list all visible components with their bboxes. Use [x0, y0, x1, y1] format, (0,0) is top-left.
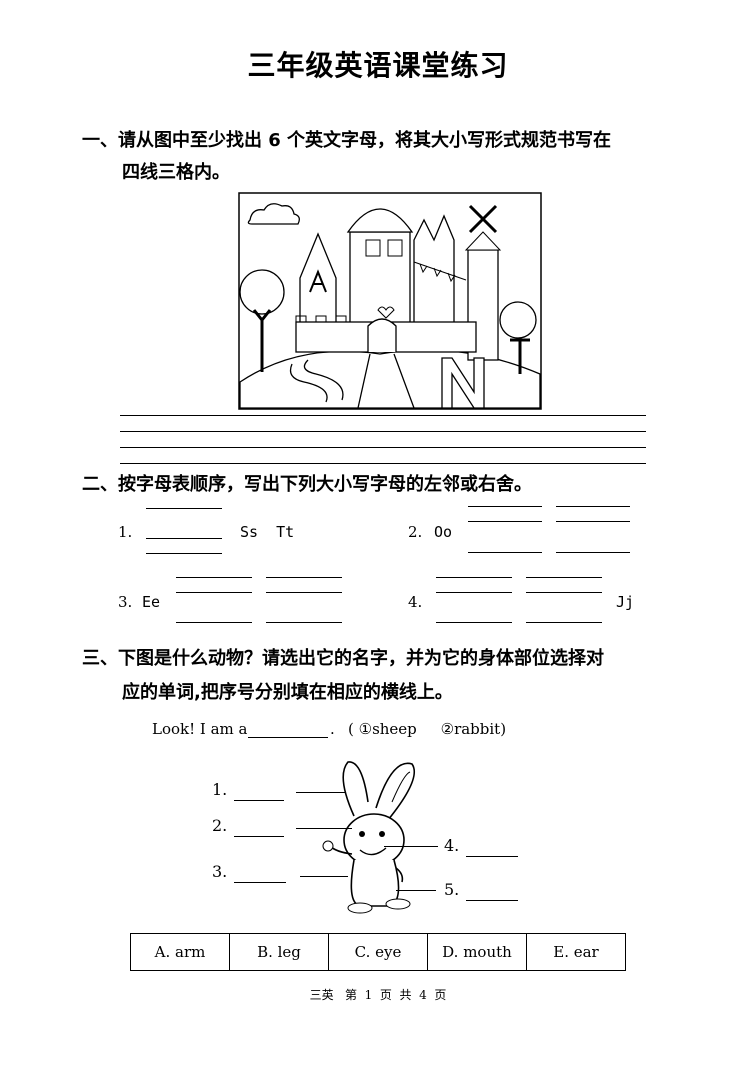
- animal-choices: ( ①sheep ②rabbit): [348, 720, 507, 738]
- pointer-line: [384, 846, 438, 847]
- answer-line: [248, 737, 328, 738]
- answer-line: [436, 622, 512, 623]
- rabbit-illustration: [322, 761, 416, 914]
- answer-line: [556, 552, 630, 553]
- answer-line: [436, 592, 512, 593]
- answer-line: [266, 592, 342, 593]
- letters-ss-tt: Ss Tt: [240, 523, 295, 541]
- answer-line: [146, 538, 222, 539]
- answer-line: [234, 800, 284, 801]
- item-number: 1.: [118, 523, 133, 541]
- answer-line: [526, 622, 602, 623]
- writing-line: [120, 415, 646, 416]
- pointer-line: [296, 828, 352, 829]
- answer-line: [526, 577, 602, 578]
- answer-line: [556, 521, 630, 522]
- section3-prompt-line2: 应的单词,把序号分别填在相应的横线上。: [122, 682, 453, 703]
- answer-line: [176, 592, 252, 593]
- options-table: A. arm B. leg C. eye D. mouth E. ear: [130, 933, 626, 971]
- option-mouth: D. mouth: [427, 933, 527, 971]
- answer-line: [436, 577, 512, 578]
- option-arm: A. arm: [130, 933, 230, 971]
- answer-line: [234, 836, 284, 837]
- answer-line: [234, 882, 286, 883]
- writing-line: [120, 431, 646, 432]
- answer-line: [146, 508, 222, 509]
- body-label-4: 4.: [444, 836, 460, 855]
- section1-prompt-line2: 四线三格内。: [122, 162, 230, 183]
- page-title: 三年级英语课堂练习: [247, 49, 509, 82]
- pointer-line: [300, 876, 348, 877]
- letters-oo: Oo: [434, 523, 453, 541]
- answer-line: [176, 622, 252, 623]
- answer-line: [468, 521, 542, 522]
- body-label-1: 1.: [212, 780, 228, 799]
- option-eye: C. eye: [328, 933, 428, 971]
- item-number: 4.: [408, 593, 423, 611]
- page-footer: 三英 第 1 页 共 4 页: [309, 988, 447, 1002]
- body-label-3: 3.: [212, 862, 228, 881]
- answer-line: [556, 506, 630, 507]
- answer-line: [468, 506, 542, 507]
- pointer-line: [296, 792, 346, 793]
- answer-line: [266, 577, 342, 578]
- section1-prompt-line1: 一、请从图中至少找出 6 个英文字母，将其大小写形式规范书写在: [82, 130, 612, 151]
- answer-line: [468, 552, 542, 553]
- writing-line: [120, 447, 646, 448]
- option-ear: E. ear: [526, 933, 626, 971]
- body-label-2: 2.: [212, 816, 228, 835]
- item-number: 2.: [408, 523, 423, 541]
- letters-jj: Jj: [616, 593, 635, 611]
- answer-line: [146, 553, 222, 554]
- body-label-5: 5.: [444, 880, 460, 899]
- letters-ee: Ee: [142, 593, 161, 611]
- pointer-line: [396, 890, 436, 891]
- castle-illustration: [238, 192, 542, 410]
- answer-line: [526, 592, 602, 593]
- answer-line: [176, 577, 252, 578]
- answer-line: [466, 856, 518, 857]
- section3-prompt-line1: 三、下图是什么动物？请选出它的名字，并为它的身体部位选择对: [82, 648, 604, 669]
- sentence-text: Look! I am a: [152, 720, 248, 738]
- answer-line: [266, 622, 342, 623]
- option-leg: B. leg: [229, 933, 329, 971]
- item-number: 3.: [118, 593, 133, 611]
- answer-line: [466, 900, 518, 901]
- writing-line: [120, 463, 646, 464]
- section2-prompt: 二、按字母表顺序，写出下列大小写字母的左邻或右舍。: [82, 474, 532, 495]
